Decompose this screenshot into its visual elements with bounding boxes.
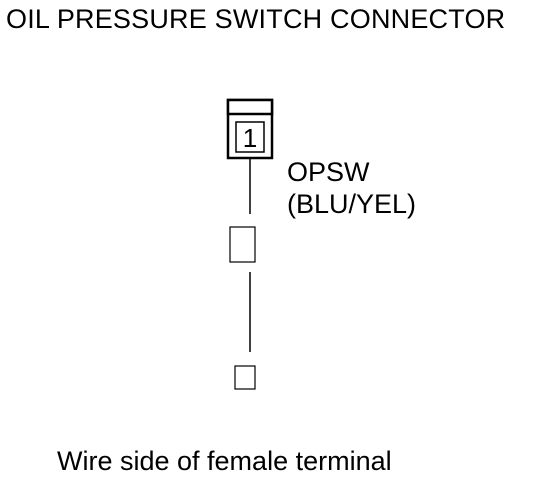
diagram-title: OIL PRESSURE SWITCH CONNECTOR [6, 4, 506, 34]
wire-color-code: (BLU/YEL) [287, 189, 417, 219]
pin-number-label: 1 [243, 123, 257, 153]
wire-signal-name: OPSW [287, 157, 370, 187]
terminal-lower [234, 365, 256, 390]
diagram-caption: Wire side of female terminal [57, 446, 392, 476]
terminal-upper [229, 226, 256, 263]
wire-label: OPSW (BLU/YEL) [287, 156, 416, 220]
connector-cavity-1 [235, 121, 265, 153]
connector-latch [226, 98, 274, 116]
connector-housing: 1 [226, 98, 274, 160]
